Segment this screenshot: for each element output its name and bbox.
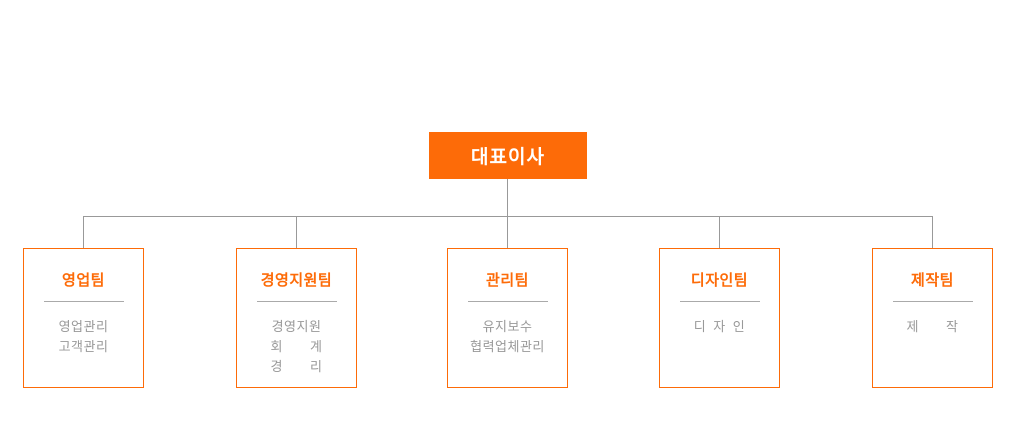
department-item: 유지보수 bbox=[482, 319, 533, 334]
connector-drop-mgmt-support bbox=[296, 217, 297, 248]
department-divider bbox=[892, 301, 973, 302]
org-root-box: 대표이사 bbox=[429, 132, 587, 179]
department-item-list: 제 작 bbox=[873, 317, 992, 337]
department-item: 협력업체관리 bbox=[470, 339, 545, 354]
department-item: 경영지원 bbox=[271, 319, 322, 334]
department-box-sales: 영업팀 영업관리 고객관리 bbox=[23, 248, 144, 388]
department-item: 제 작 bbox=[906, 319, 959, 334]
department-divider bbox=[43, 301, 124, 302]
department-item-list: 경영지원 회 계 경 리 bbox=[237, 317, 356, 377]
department-divider bbox=[679, 301, 760, 302]
department-item: 회 계 bbox=[270, 339, 323, 354]
department-item: 영업관리 bbox=[58, 319, 109, 334]
department-item-list: 디 자 인 bbox=[660, 317, 779, 337]
department-box-production: 제작팀 제 작 bbox=[872, 248, 993, 388]
connector-drop-production bbox=[932, 217, 933, 248]
department-title: 영업팀 bbox=[62, 272, 105, 289]
connector-root-stem bbox=[507, 179, 508, 216]
department-item-list: 유지보수 협력업체관리 bbox=[448, 317, 567, 357]
department-box-mgmt-support: 경영지원팀 경영지원 회 계 경 리 bbox=[236, 248, 357, 388]
department-title: 관리팀 bbox=[486, 272, 529, 289]
org-root-label: 대표이사 bbox=[471, 147, 545, 168]
connector-rail bbox=[83, 216, 933, 217]
department-item: 디 자 인 bbox=[693, 319, 746, 334]
department-title: 제작팀 bbox=[911, 272, 954, 289]
department-item: 고객관리 bbox=[58, 339, 109, 354]
department-divider bbox=[256, 301, 337, 302]
department-title: 경영지원팀 bbox=[260, 272, 333, 289]
connector-drop-admin bbox=[507, 217, 508, 248]
department-box-admin: 관리팀 유지보수 협력업체관리 bbox=[447, 248, 568, 388]
department-title: 디자인팀 bbox=[690, 272, 749, 289]
department-item-list: 영업관리 고객관리 bbox=[24, 317, 143, 357]
department-divider bbox=[467, 301, 548, 302]
connector-drop-design bbox=[719, 217, 720, 248]
connector-drop-sales bbox=[83, 217, 84, 248]
department-item: 경 리 bbox=[270, 359, 323, 374]
department-box-design: 디자인팀 디 자 인 bbox=[659, 248, 780, 388]
